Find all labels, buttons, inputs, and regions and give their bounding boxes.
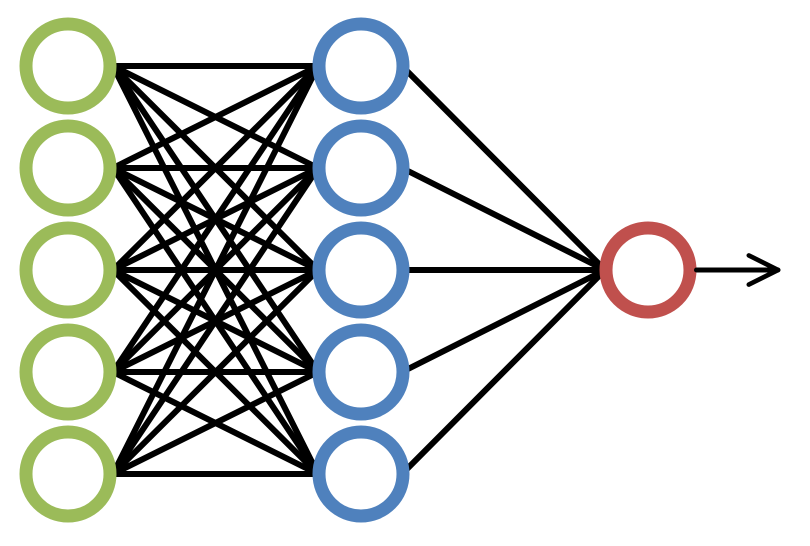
input-node-2 [19, 119, 117, 217]
connection-1-3-to-2-0 [399, 267, 608, 375]
hidden-node-5 [312, 425, 410, 523]
connection-0-4-to-1-3 [110, 369, 321, 477]
connection-0-3-to-1-0 [110, 63, 321, 375]
input-node-3 [19, 221, 117, 319]
input-node-5 [19, 425, 117, 523]
connection-0-2-to-1-0 [110, 63, 321, 273]
connection-group [110, 63, 608, 477]
hidden-node-1 [312, 17, 410, 115]
output-node-1 [599, 221, 697, 319]
connection-1-1-to-2-0 [399, 165, 608, 273]
connection-0-4-to-1-1 [110, 165, 321, 477]
connection-0-4-to-1-0 [110, 63, 321, 477]
hidden-node-2 [312, 119, 410, 217]
connection-1-4-to-2-0 [399, 267, 608, 477]
connection-0-1-to-1-0 [110, 63, 321, 171]
input-node-1 [19, 17, 117, 115]
input-node-4 [19, 323, 117, 421]
hidden-node-4 [312, 323, 410, 421]
node-group [19, 17, 697, 523]
connection-1-0-to-2-0 [399, 63, 608, 273]
hidden-node-3 [312, 221, 410, 319]
connection-0-4-to-1-2 [110, 267, 321, 477]
